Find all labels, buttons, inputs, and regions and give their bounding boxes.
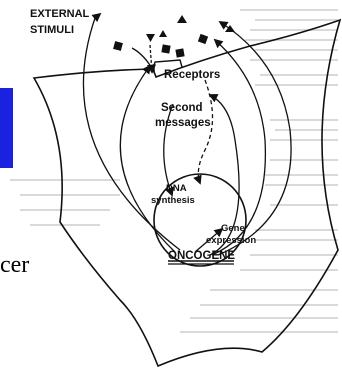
- receptor-notch: [153, 60, 182, 69]
- stimulus-arrows: [132, 45, 154, 72]
- stimulus-square-icon: [113, 41, 123, 51]
- stimulus-triangle-icon: [146, 34, 155, 42]
- gene-expression-label: Gene: [221, 223, 245, 234]
- oncogene-label: ONCOGENE: [168, 250, 235, 262]
- second-messages-label: Second: [161, 102, 203, 114]
- partial-slide-word: cer: [0, 252, 29, 278]
- external-stimuli-label: STIMULI: [30, 24, 74, 36]
- stimulus-triangle-icon: [159, 30, 167, 37]
- gene-expression-label: expression: [206, 235, 256, 246]
- blue-side-tab: [0, 88, 13, 168]
- dna-synthesis-label: DNA: [166, 183, 187, 194]
- stimulus-square-icon: [198, 34, 208, 44]
- second-messages-label: messages: [155, 117, 211, 129]
- dna-synthesis-label: synthesis: [151, 195, 195, 206]
- stimulus-square-icon: [161, 44, 170, 53]
- stimulus-square-icon: [175, 48, 184, 57]
- receptors-label: Receptors: [164, 69, 220, 81]
- external-stimuli-label: EXTERNAL: [30, 8, 90, 20]
- stimulus-triangle-icon: [177, 15, 187, 23]
- stimuli-group: [113, 15, 235, 58]
